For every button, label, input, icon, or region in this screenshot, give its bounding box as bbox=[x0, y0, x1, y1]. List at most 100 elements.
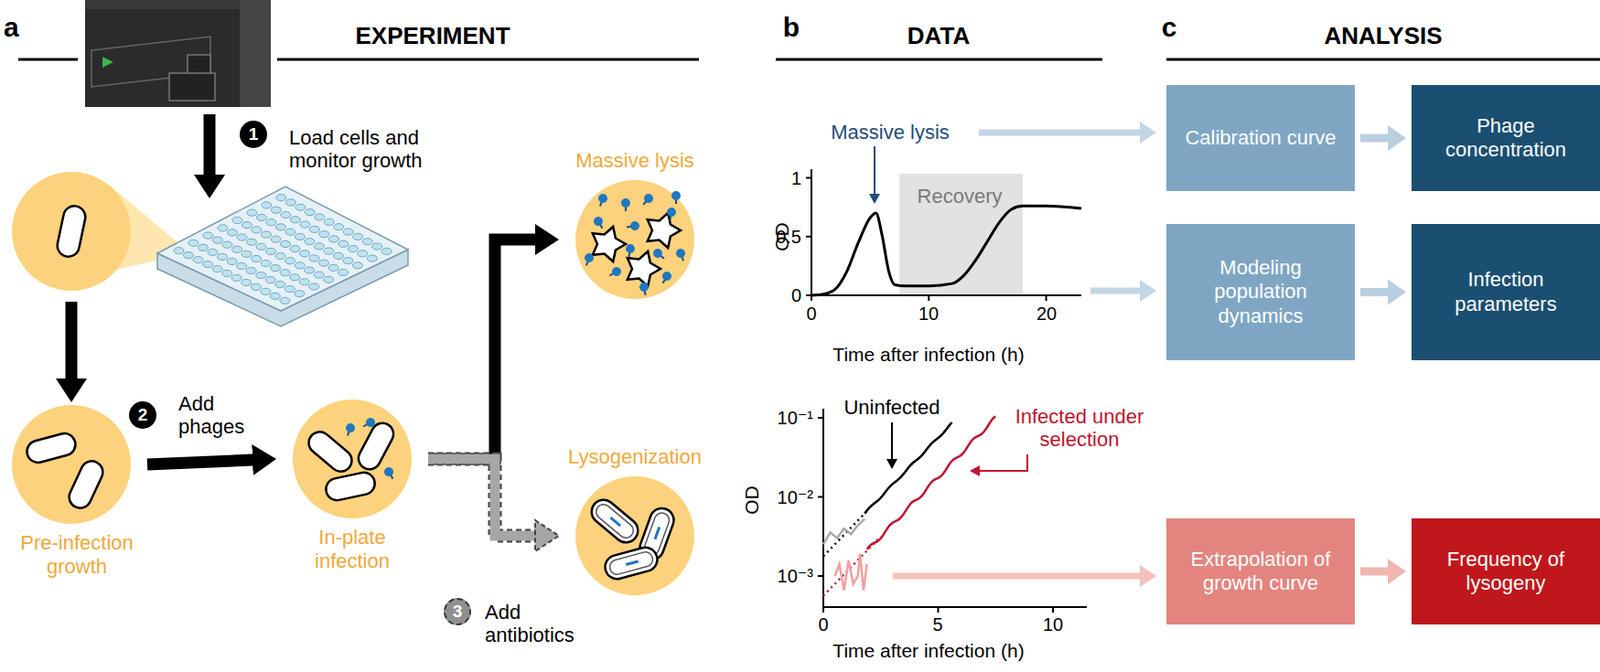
axis-label: OD bbox=[740, 485, 763, 516]
fit-line bbox=[823, 508, 870, 557]
phage bbox=[624, 243, 636, 258]
well-plate bbox=[157, 186, 409, 327]
axis-label: Time after infection (h) bbox=[832, 640, 1024, 663]
method-box: Modeling population dynamics bbox=[1166, 224, 1355, 361]
well bbox=[353, 233, 364, 240]
reader-body bbox=[85, 0, 271, 108]
well bbox=[294, 290, 305, 298]
prophage bbox=[625, 561, 639, 566]
tick bbox=[1052, 607, 1054, 613]
phage bbox=[361, 416, 377, 431]
tick bbox=[927, 295, 930, 301]
circle-fill bbox=[11, 405, 131, 525]
well bbox=[279, 297, 290, 304]
well bbox=[276, 193, 287, 201]
well bbox=[279, 269, 290, 277]
well bbox=[328, 264, 339, 271]
phage-head bbox=[610, 265, 623, 279]
well bbox=[300, 221, 311, 228]
infection-stage: In-plate infection bbox=[292, 399, 412, 519]
circle-fill bbox=[292, 399, 412, 519]
phage-head bbox=[638, 281, 650, 293]
panel-letter: c bbox=[1161, 11, 1178, 44]
well bbox=[246, 209, 258, 216]
cell-illustration bbox=[586, 494, 677, 582]
well bbox=[323, 276, 334, 283]
outcome-circle: Massive lysis bbox=[575, 180, 695, 300]
prophage bbox=[610, 517, 621, 527]
well bbox=[241, 279, 252, 286]
well bbox=[275, 224, 286, 231]
reader-top bbox=[85, 0, 240, 10]
method-box: Calibration curve bbox=[1166, 85, 1355, 192]
cell-membrane bbox=[608, 550, 656, 577]
phage bbox=[658, 269, 674, 286]
connector-outline bbox=[428, 459, 541, 537]
well bbox=[193, 256, 204, 263]
panel-letter: a bbox=[3, 11, 20, 44]
panel-title: DATA bbox=[907, 22, 970, 51]
tick-label: 0 bbox=[805, 303, 817, 325]
well bbox=[256, 214, 267, 221]
tick bbox=[805, 236, 812, 238]
header-rule bbox=[775, 58, 1103, 62]
well bbox=[260, 231, 271, 238]
tick bbox=[817, 417, 824, 419]
panel-title: ANALYSIS bbox=[1323, 22, 1442, 51]
tick-label: 1 bbox=[791, 168, 802, 190]
well bbox=[212, 265, 223, 272]
plot-annotation: Massive lysis bbox=[830, 120, 950, 144]
step-label: Load cells and monitor growth bbox=[289, 126, 463, 173]
tick-label: 20 bbox=[1036, 303, 1057, 325]
well bbox=[309, 255, 320, 262]
lysed-cell bbox=[592, 226, 626, 262]
phage bbox=[621, 198, 631, 212]
tick-label: 10⁻¹ bbox=[777, 408, 814, 430]
infection-stage: Pre-infection growth bbox=[11, 405, 131, 525]
phage bbox=[607, 265, 623, 280]
well bbox=[269, 292, 280, 300]
prophage bbox=[655, 526, 660, 539]
well bbox=[323, 247, 334, 255]
well bbox=[222, 241, 233, 248]
annotation-arrow bbox=[977, 454, 1028, 472]
bacterium bbox=[54, 204, 87, 259]
header-rule bbox=[1166, 58, 1600, 62]
tick-label: 0 bbox=[791, 285, 802, 307]
lysed-cell bbox=[647, 213, 681, 248]
well bbox=[285, 257, 296, 265]
cell-membrane bbox=[592, 501, 636, 541]
well bbox=[246, 267, 257, 274]
well bbox=[222, 269, 233, 277]
well bbox=[289, 216, 301, 224]
connector bbox=[1360, 291, 1392, 293]
plot-annotation: Infected under selection bbox=[999, 405, 1160, 452]
well bbox=[270, 206, 281, 214]
phage-head bbox=[583, 252, 596, 265]
well bbox=[280, 211, 291, 218]
noisy-od bbox=[823, 519, 865, 546]
step-label: Add phages bbox=[178, 392, 261, 440]
well bbox=[261, 202, 272, 209]
tick-label: 10 bbox=[1042, 614, 1064, 636]
connector bbox=[428, 459, 541, 537]
well bbox=[217, 225, 228, 232]
callout-number: 3 bbox=[443, 598, 472, 626]
well bbox=[226, 257, 237, 265]
flow-arrow bbox=[892, 573, 1144, 580]
cell-illustration bbox=[24, 430, 107, 512]
well bbox=[232, 216, 243, 224]
cell-illustration bbox=[304, 416, 398, 503]
cell-illustration bbox=[581, 191, 688, 297]
phage bbox=[651, 246, 667, 263]
box-text: Infection parameters bbox=[1420, 268, 1591, 317]
well bbox=[323, 218, 334, 226]
well bbox=[241, 222, 252, 229]
outcome-circle: Lysogenization bbox=[575, 476, 695, 596]
connector bbox=[147, 460, 258, 465]
well bbox=[188, 239, 199, 247]
tick bbox=[805, 177, 812, 180]
well bbox=[347, 245, 358, 252]
well bbox=[289, 274, 301, 281]
